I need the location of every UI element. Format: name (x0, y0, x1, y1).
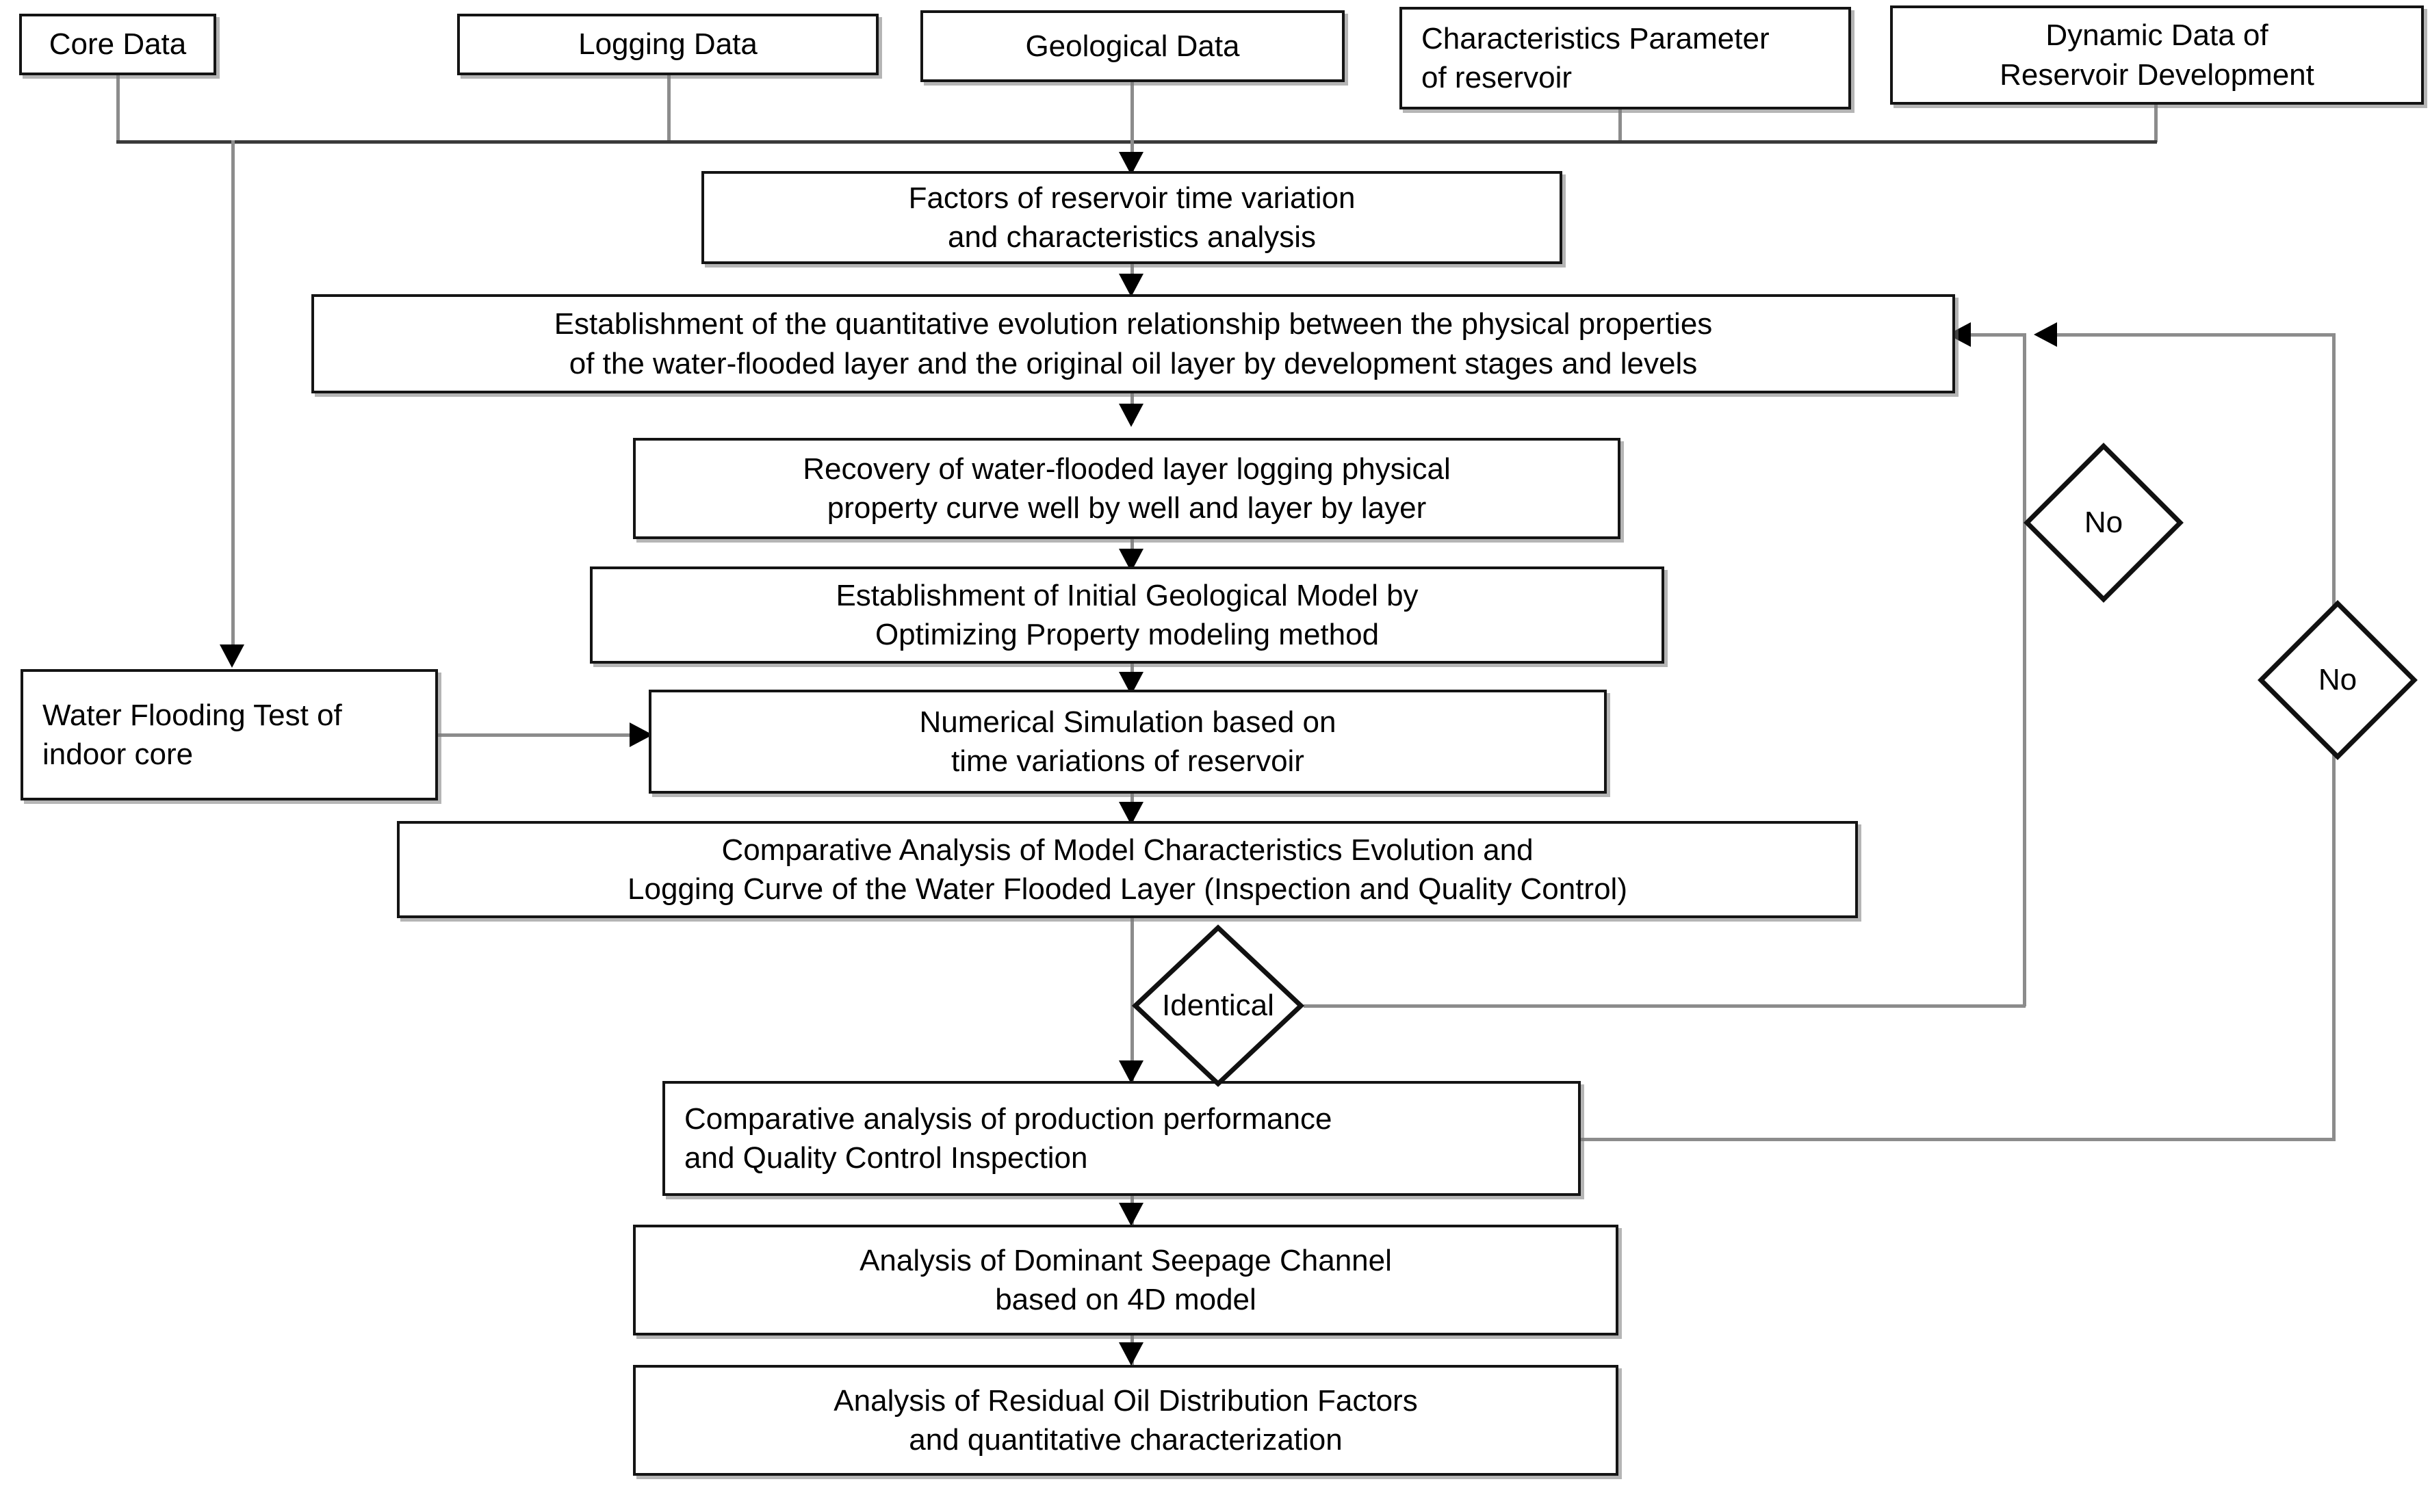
edge-core-data-drop (116, 75, 120, 142)
edge-production-no-horizontal (1581, 1138, 2336, 1141)
node-comparative-model-label: Comparative Analysis of Model Characteri… (628, 833, 1627, 906)
node-recovery-label: Recovery of water-flooded layer logging … (803, 452, 1451, 525)
node-core-data-label: Core Data (49, 27, 187, 62)
node-recovery-water-flooded-layer[interactable]: Recovery of water-flooded layer logging … (633, 438, 1620, 539)
decision-identical[interactable]: Identical (1131, 924, 1305, 1087)
arrowhead-factors-to-establishment (1119, 274, 1143, 297)
node-geological-data-label: Geological Data (1025, 29, 1240, 63)
node-characteristics-parameter-label: Characteristics Parameter of reservoir (1421, 21, 1770, 94)
node-residual-oil-distribution[interactable]: Analysis of Residual Oil Distribution Fa… (633, 1365, 1618, 1476)
node-comparative-analysis-model-characteristics[interactable]: Comparative Analysis of Model Characteri… (397, 821, 1858, 918)
edge-logging-data-drop (667, 75, 671, 142)
edge-production-no-return (2046, 333, 2334, 337)
arrowhead-production-to-seepage (1119, 1203, 1143, 1226)
node-dominant-seepage-channel[interactable]: Analysis of Dominant Seepage Channel bas… (633, 1225, 1618, 1335)
node-factors-of-reservoir-time-variation[interactable]: Factors of reservoir time variation and … (701, 171, 1562, 264)
edge-characteristics-drop (1618, 109, 1622, 142)
edge-identical-no-return (1961, 333, 2024, 337)
edge-geological-data-drop (1130, 75, 1134, 177)
node-dynamic-data-label: Dynamic Data of Reservoir Development (2000, 18, 2314, 92)
edge-comparative-model-to-production (1130, 917, 1134, 1088)
arrowhead-production-no-into-establishment (2034, 322, 2057, 347)
edge-input-bus (116, 140, 2157, 144)
node-comparative-analysis-production-performance[interactable]: Comparative analysis of production perfo… (662, 1081, 1581, 1196)
node-geological-data[interactable]: Geological Data (920, 10, 1345, 82)
node-residual-oil-label: Analysis of Residual Oil Distribution Fa… (833, 1383, 1418, 1457)
node-comparative-production-label: Comparative analysis of production perfo… (684, 1102, 1332, 1175)
edge-dynamic-data-drop (2154, 104, 2158, 142)
arrowhead-establishment-to-recovery (1119, 404, 1143, 427)
node-establishment-quantitative-evolution[interactable]: Establishment of the quantitative evolut… (311, 294, 1955, 393)
node-logging-data[interactable]: Logging Data (457, 14, 879, 75)
arrowhead-comparative-model-to-production (1119, 1060, 1143, 1084)
node-characteristics-parameter[interactable]: Characteristics Parameter of reservoir (1399, 7, 1851, 109)
node-water-flooding-test-indoor-core[interactable]: Water Flooding Test of indoor core (21, 669, 438, 800)
node-factors-label: Factors of reservoir time variation and … (908, 181, 1356, 254)
edge-identical-no-vertical (2023, 333, 2026, 1006)
decision-no-inner[interactable]: No (2024, 443, 2184, 603)
edge-core-to-water-test-vertical (231, 140, 235, 647)
node-numerical-simulation-label: Numerical Simulation based on time varia… (919, 705, 1336, 778)
node-water-flooding-test-label: Water Flooding Test of indoor core (42, 698, 342, 771)
edge-identical-no-horizontal (1304, 1004, 2026, 1008)
arrowhead-core-to-water-test (220, 644, 244, 668)
node-core-data[interactable]: Core Data (19, 14, 216, 75)
node-numerical-simulation[interactable]: Numerical Simulation based on time varia… (649, 690, 1607, 794)
node-initial-model-label: Establishment of Initial Geological Mode… (836, 578, 1419, 651)
node-seepage-channel-label: Analysis of Dominant Seepage Channel bas… (859, 1243, 1392, 1316)
node-initial-geological-model[interactable]: Establishment of Initial Geological Mode… (590, 566, 1664, 664)
node-dynamic-data[interactable]: Dynamic Data of Reservoir Development (1890, 5, 2424, 105)
decision-no-outer[interactable]: No (2258, 600, 2418, 760)
node-logging-data-label: Logging Data (578, 27, 758, 62)
node-establishment-label: Establishment of the quantitative evolut… (554, 307, 1713, 380)
edge-water-test-to-simulation (438, 733, 643, 737)
arrowhead-seepage-to-residual-oil (1119, 1342, 1143, 1366)
